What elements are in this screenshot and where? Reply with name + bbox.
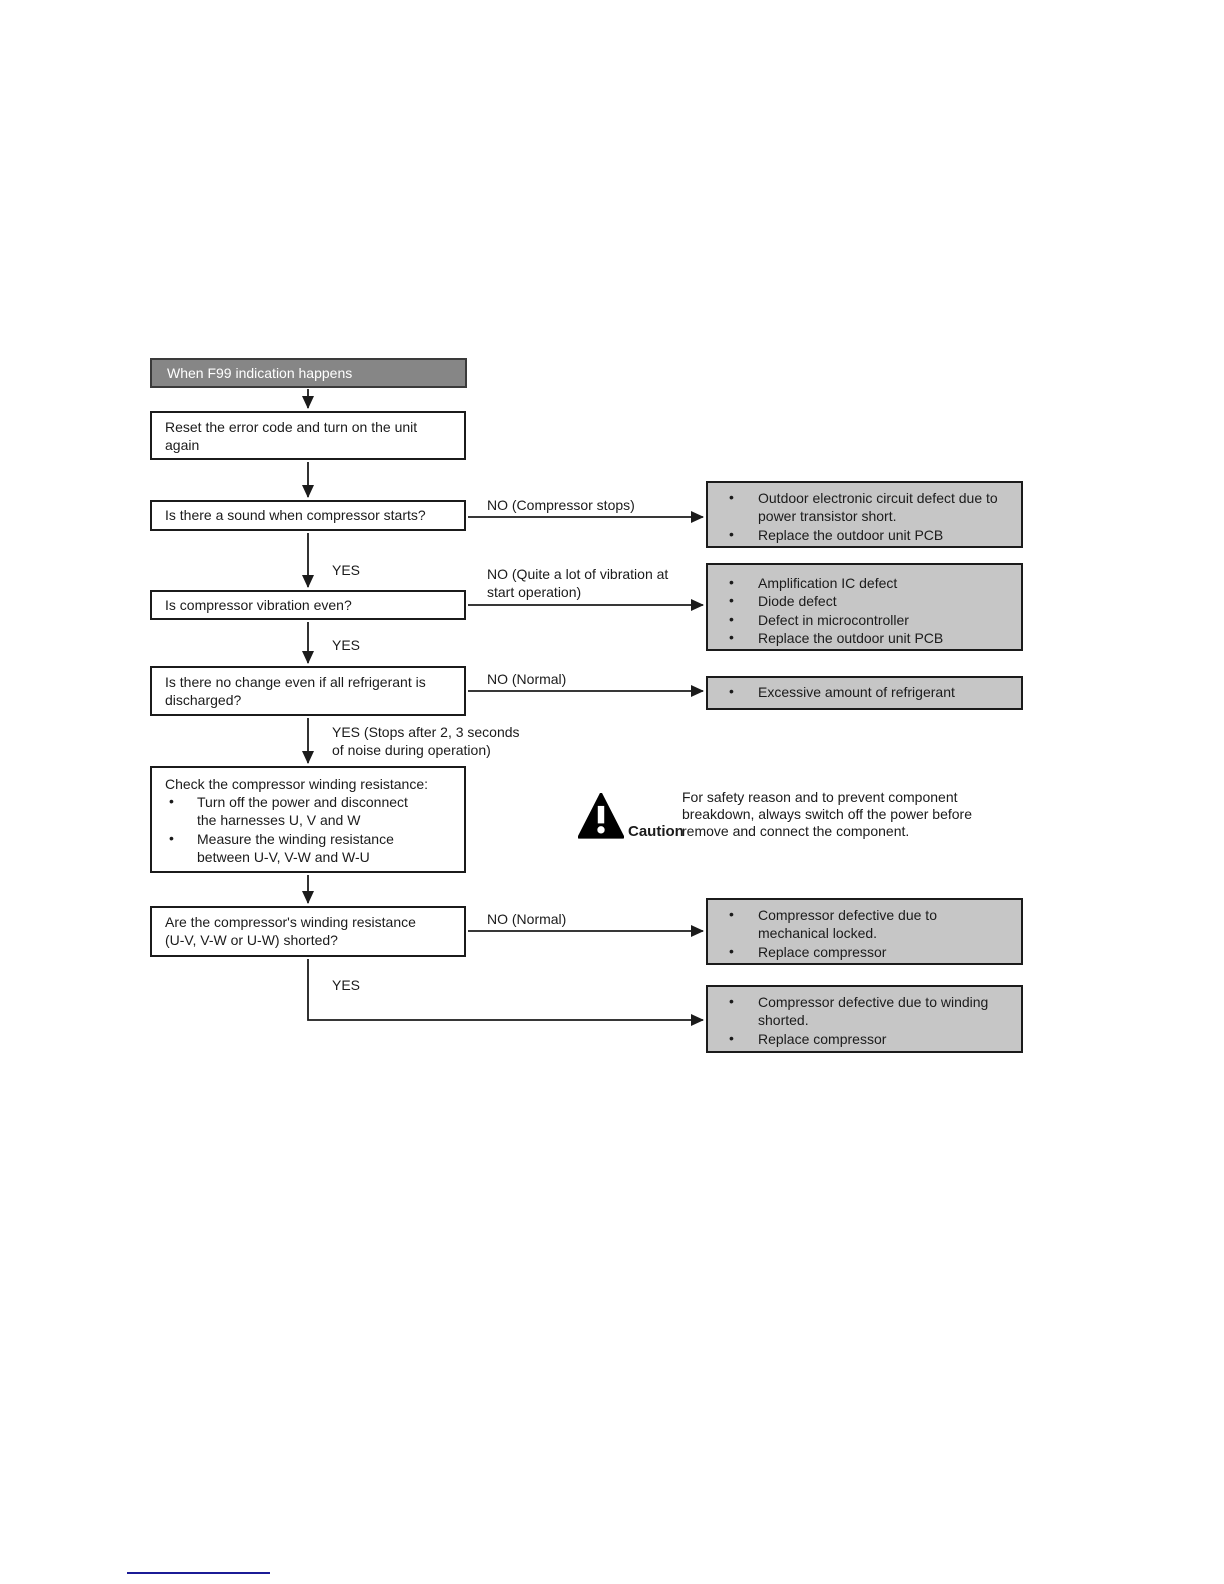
check-winding-title: Check the compressor winding resistance:: [165, 776, 429, 792]
result-item: Replace compressor: [708, 1029, 1009, 1048]
branch-label-yes-stops-noise: YES (Stops after 2, 3 seconds of noise d…: [332, 724, 520, 758]
result-box-ic-diode-micro: Amplification IC defect Diode defect Def…: [706, 563, 1023, 651]
result-item: Defect in microcontroller: [708, 610, 1009, 629]
process-check-winding-box: Check the compressor winding resistance:…: [150, 766, 466, 873]
footer-link-rule: [127, 1572, 270, 1574]
result-box-pcb-transistor: Outdoor electronic circuit defect due to…: [706, 481, 1023, 548]
caution-label: Caution: [628, 823, 684, 840]
result-item: Excessive amount of refrigerant: [708, 682, 1009, 701]
check-winding-item: Measure the winding resistance between U…: [152, 829, 427, 866]
result-item: Amplification IC defect: [708, 573, 1009, 592]
process-reset-box: Reset the error code and turn on the uni…: [150, 411, 466, 460]
result-item: Replace the outdoor unit PCB: [708, 525, 1009, 544]
start-box: When F99 indication happens: [150, 358, 467, 388]
branch-label-no-normal-1: NO (Normal): [487, 671, 567, 687]
decision-vibration-box: Is compressor vibration even?: [150, 590, 466, 620]
result-box-mechanical-locked: Compressor defective due to mechanical l…: [706, 898, 1023, 965]
result-item: Replace compressor: [708, 942, 1009, 961]
result-item: Replace the outdoor unit PCB: [708, 628, 1009, 647]
result-item: Outdoor electronic circuit defect due to…: [708, 488, 1009, 526]
result-item: Compressor defective due to winding shor…: [708, 992, 1009, 1030]
result-item: Diode defect: [708, 591, 1009, 610]
branch-label-yes-2: YES: [332, 637, 361, 653]
branch-label-no-compressor-stops: NO (Compressor stops): [487, 497, 635, 513]
result-box-winding-shorted: Compressor defective due to winding shor…: [706, 985, 1023, 1053]
branch-label-no-normal-2: NO (Normal): [487, 911, 567, 927]
result-item: Compressor defective due to mechanical l…: [708, 905, 1009, 943]
branch-label-no-vibration: NO (Quite a lot of vibration at start op…: [487, 566, 669, 600]
branch-label-yes-1: YES: [332, 562, 361, 578]
decision-refrigerant-box: Is there no change even if all refrigera…: [150, 666, 466, 716]
caution-triangle-icon: [577, 792, 625, 840]
decision-shorted-box: Are the compressor's winding resistance …: [150, 906, 466, 957]
result-box-excess-refrigerant: Excessive amount of refrigerant: [706, 676, 1023, 710]
decision-sound-box: Is there a sound when compressor starts?: [150, 500, 466, 531]
branch-label-yes-3: YES: [332, 977, 361, 993]
check-winding-item: Turn off the power and disconnect the ha…: [152, 792, 427, 829]
caution-text: For safety reason and to prevent compone…: [682, 789, 973, 840]
